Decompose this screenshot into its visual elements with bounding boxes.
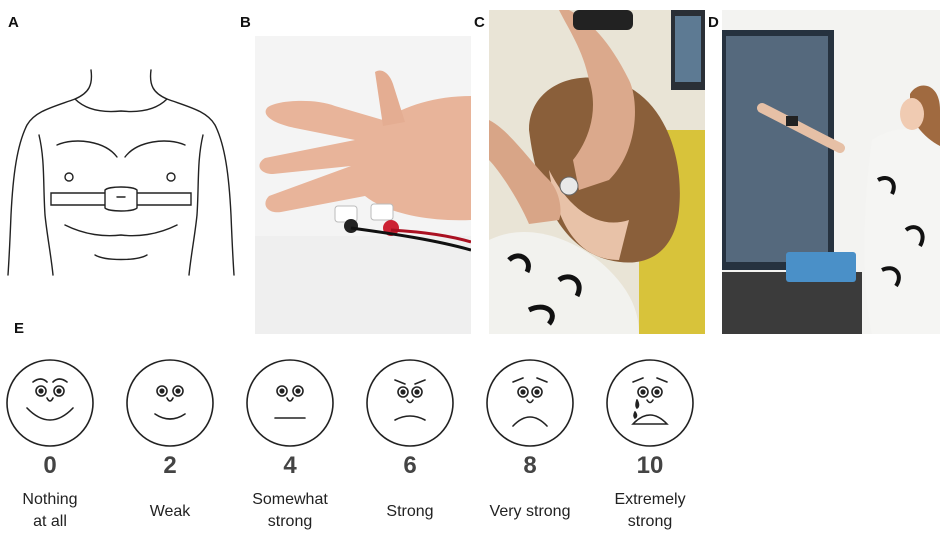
- descriptor-4: Somewhat strong: [225, 489, 355, 533]
- descriptor-line: Nothing: [22, 491, 78, 508]
- panel-label-b: B: [240, 14, 251, 31]
- very-happy-face-icon: [5, 358, 95, 448]
- descriptor-line: Somewhat: [252, 491, 328, 508]
- descriptor-line: strong: [267, 513, 313, 530]
- descriptor-0: Nothing at all: [0, 489, 115, 533]
- crying-face-icon: [605, 358, 695, 448]
- descriptor-line: at all: [33, 513, 67, 530]
- descriptor-6: Strong: [345, 501, 475, 523]
- descriptor-line: strong: [627, 513, 673, 530]
- score-0: 0: [43, 452, 57, 479]
- descriptor-line: Extremely: [614, 491, 686, 508]
- score-4: 4: [283, 452, 297, 479]
- panel-label-e: E: [14, 320, 25, 337]
- sad-face-icon: [485, 358, 575, 448]
- touchscreen-photo: [722, 10, 940, 334]
- panel-label-a: A: [8, 14, 19, 31]
- hand-electrode-photo: [255, 36, 471, 334]
- panel-label-d: D: [708, 14, 719, 31]
- descriptor-2: Weak: [105, 501, 235, 523]
- worried-face-icon: [365, 358, 455, 448]
- score-2: 2: [163, 452, 177, 479]
- descriptor-10: Extremely strong: [585, 489, 715, 533]
- descriptor-line: Weak: [149, 503, 191, 520]
- neutral-face-icon: [245, 358, 335, 448]
- descriptor-8: Very strong: [465, 501, 595, 523]
- score-6: 6: [403, 452, 417, 479]
- neck-electrode-photo: [489, 10, 705, 334]
- descriptor-line: Very strong: [489, 503, 571, 520]
- happy-face-icon: [125, 358, 215, 448]
- chest-strap-illustration: [5, 65, 237, 277]
- score-8: 8: [523, 452, 537, 479]
- descriptor-line: Strong: [386, 503, 434, 520]
- panel-label-c: C: [474, 14, 485, 31]
- score-10: 10: [636, 452, 664, 479]
